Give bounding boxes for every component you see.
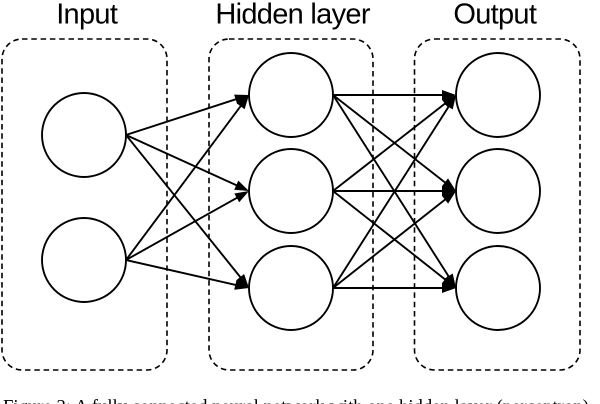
svg-text:Output: Output — [453, 0, 536, 31]
svg-text:Figure 3: A fully connected ne: Figure 3: A fully connected neural netwo… — [3, 397, 589, 404]
svg-text:Input: Input — [56, 0, 118, 31]
svg-text:Hidden layer: Hidden layer — [215, 0, 370, 31]
